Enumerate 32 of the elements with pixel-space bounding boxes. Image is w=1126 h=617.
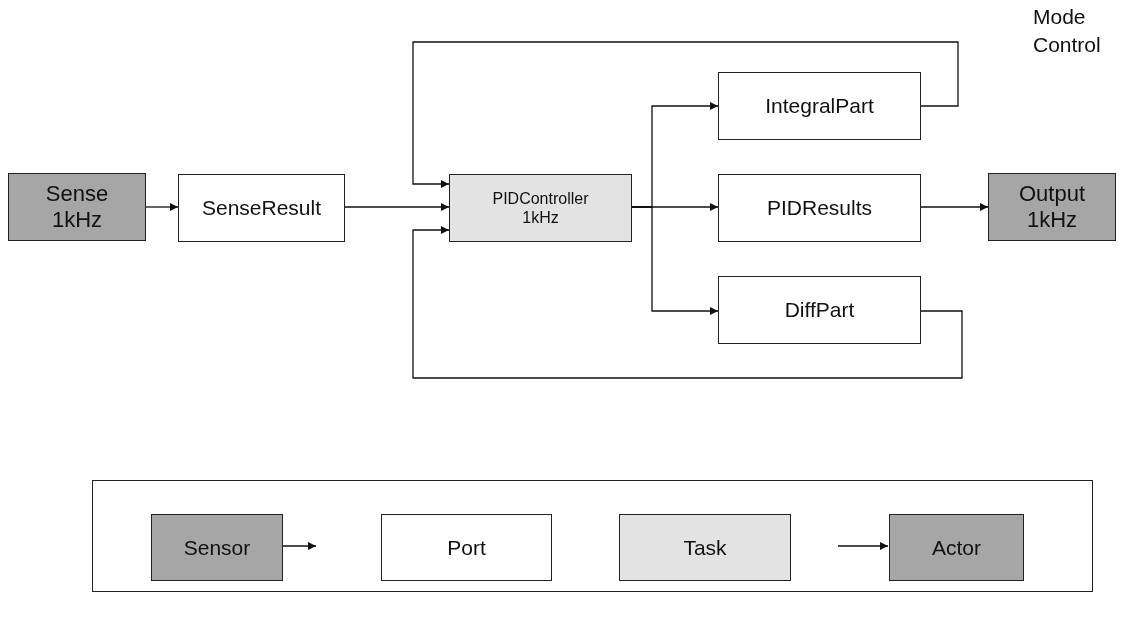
text-label: Mode Control [1033, 4, 1101, 59]
process-box [988, 173, 1116, 241]
process-box [718, 174, 921, 242]
arrow [344, 203, 450, 211]
process-box [889, 514, 1024, 581]
node-label: SenseResult [201, 195, 322, 221]
node-label: Task [683, 534, 727, 561]
process-box [449, 174, 632, 242]
node-label: PIDController 1kHz [492, 188, 589, 228]
process-box [718, 72, 921, 140]
arrow [920, 203, 989, 211]
process-box [151, 514, 283, 581]
process-box [178, 174, 345, 242]
arrow [412, 41, 959, 188]
node-label: Actor [932, 534, 981, 561]
process-box [718, 276, 921, 344]
node-label: DiffPart [784, 297, 855, 323]
node-label: PIDResults [767, 195, 872, 221]
process-box [381, 514, 552, 581]
arrow [631, 206, 719, 315]
node-label: Sensor [183, 534, 251, 561]
node-label: IntegralPart [765, 93, 874, 119]
arrow [281, 542, 317, 550]
legend-frame [92, 480, 1093, 592]
node-label: Port [447, 534, 486, 561]
node-label: Sense 1kHz [45, 180, 109, 234]
node-label: Output 1kHz [1018, 180, 1085, 234]
process-box [619, 514, 791, 581]
process-box [8, 173, 146, 241]
arrow [837, 542, 889, 550]
arrow [145, 203, 179, 211]
arrow [412, 226, 963, 379]
